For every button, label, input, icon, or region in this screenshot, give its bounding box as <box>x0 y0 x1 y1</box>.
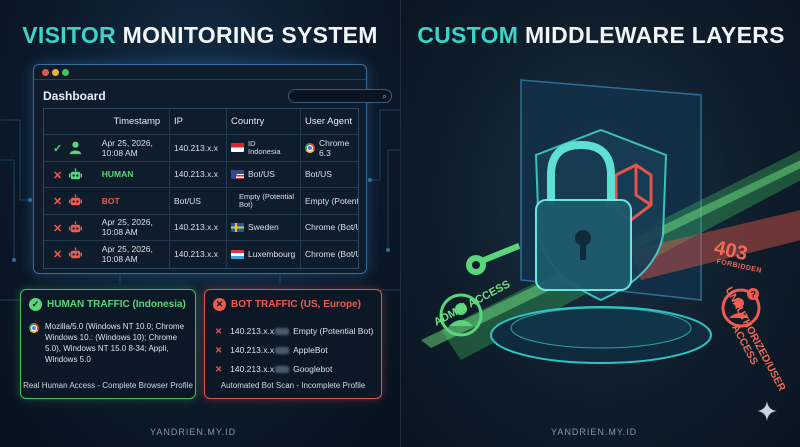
cell-timestamp: Apr 25, 2026, 10:08 AM <box>101 137 153 158</box>
left-title: VISITOR MONITORING SYSTEM <box>22 22 378 48</box>
check-icon: ✓ <box>29 298 42 311</box>
window-close-dot[interactable] <box>42 69 49 76</box>
right-title: CUSTOM MIDDLEWARE LAYERS <box>417 22 785 48</box>
human-user-agent: Mozilla/5.0 (Windows NT 10.0; Chrome Win… <box>45 322 185 364</box>
robot-icon <box>68 167 83 179</box>
cell-ip: 140.213.x.x <box>174 169 218 180</box>
bot-card-footer: Automated Bot Scan - Incomplete Profile <box>220 381 366 390</box>
human-traffic-card: ✓HUMAN TRAFFIC (Indonesia) Mozilla/5.0 (… <box>20 289 196 399</box>
key-icon <box>466 243 521 275</box>
cell-country: Luxembourg <box>248 249 296 260</box>
robot-icon <box>68 247 83 259</box>
left-panel: VISITOR MONITORING SYSTEM Dashboard ⌕ Ti… <box>0 0 400 447</box>
cell-timestamp: HUMAN <box>101 169 134 180</box>
table-row[interactable]: ✕ BOT Bot/US Empty (Potential Bot) Empty… <box>44 188 358 215</box>
cross-icon: ✕ <box>53 249 63 261</box>
unauthorized-user-icon <box>721 288 761 328</box>
chrome-icon <box>305 142 315 153</box>
cell-ip: Bot/US <box>174 195 201 206</box>
cell-user-agent: Bot/US <box>305 169 332 180</box>
cell-country: Empty (Potential Bot) <box>239 191 295 209</box>
flag-luxembourg-icon <box>231 249 244 259</box>
window-titlebar <box>34 65 366 80</box>
admin-user-icon <box>439 293 483 337</box>
cell-country: Bot/US <box>248 169 275 180</box>
table-row[interactable]: ✕ Apr 25, 2026, 10:08 AM 140.213.x.x Swe… <box>44 214 358 241</box>
cross-icon: ✕ <box>53 222 63 235</box>
search-icon[interactable]: ⌕ <box>381 91 387 101</box>
cell-user-agent: Chrome (Bot/US <box>305 222 358 233</box>
cell-timestamp: Apr 25, 2026, 10:08 AM <box>101 217 153 238</box>
column-header-user-agent[interactable]: User Agent <box>305 116 352 127</box>
user-icon <box>69 141 82 155</box>
cell-ip: 140.213.x.x <box>174 222 218 233</box>
dashboard-title: Dashboard <box>43 89 106 103</box>
cross-icon: ✕ <box>215 345 223 355</box>
cross-icon: ✕ <box>53 196 63 208</box>
cell-user-agent: Chrome 6.3 <box>319 137 350 158</box>
dashboard-window: Dashboard ⌕ Timestamp IP Country User Ag… <box>33 64 392 274</box>
human-card-title: ✓HUMAN TRAFFIC (Indonesia) <box>29 298 186 311</box>
cross-icon: ✕ <box>215 326 223 336</box>
robot-icon <box>68 220 83 232</box>
search-input[interactable]: ⌕ <box>288 89 392 103</box>
cross-icon: ✕ <box>213 298 226 311</box>
table-row[interactable]: ✕ HUMAN 140.213.x.x Bot/US Bot/US <box>44 161 358 188</box>
window-maximize-dot[interactable] <box>62 69 69 76</box>
right-panel: CUSTOM MIDDLEWARE LAYERS ? YANDRIEN.MY.I… <box>400 0 800 447</box>
flag-us-icon <box>231 169 244 179</box>
cell-user-agent: Chrome (Bot/US <box>305 249 358 260</box>
cell-ip: 140.213.x.x <box>174 142 218 153</box>
check-icon: ✓ <box>53 143 63 155</box>
cross-icon: ✕ <box>53 169 63 182</box>
visitor-table: Timestamp IP Country User Agent ✓ Apr 25… <box>43 108 359 269</box>
middleware-illustration: ? <box>421 79 800 364</box>
column-header-ip[interactable]: IP <box>174 116 183 127</box>
cell-country: Sweden <box>248 222 279 233</box>
cell-timestamp: Apr 25, 2026, 10:08 AM <box>101 244 153 265</box>
cell-timestamp: BOT <box>101 195 120 206</box>
robot-icon <box>68 194 83 206</box>
flag-indonesia-icon <box>231 143 244 153</box>
cell-country: ID Indonesia <box>248 138 281 156</box>
svg-text:?: ? <box>751 290 757 300</box>
flag-sweden-icon <box>231 222 244 232</box>
human-card-footer: Real Human Access - Complete Browser Pro… <box>23 381 193 390</box>
left-watermark: YANDRIEN.MY.ID <box>150 427 237 437</box>
bot-card-title: ✕BOT TRAFFIC (US, Europe) <box>213 298 361 311</box>
cell-ip: 140.213.x.x <box>174 249 218 260</box>
cross-icon: ✕ <box>215 364 223 374</box>
window-minimize-dot[interactable] <box>52 69 59 76</box>
right-watermark: YANDRIEN.MY.ID <box>551 427 638 437</box>
table-header: Timestamp IP Country User Agent <box>44 109 358 135</box>
column-header-country[interactable]: Country <box>231 116 265 127</box>
table-row[interactable]: ✕ Apr 25, 2026, 10:08 AM 140.213.x.x Lux… <box>44 241 358 268</box>
chrome-icon <box>29 323 39 333</box>
column-header-timestamp[interactable]: Timestamp <box>113 116 161 127</box>
blocked-traffic-stream <box>631 210 800 280</box>
sparkle-icon <box>757 401 777 421</box>
table-row[interactable]: ✓ Apr 25, 2026, 10:08 AM 140.213.x.x ID … <box>44 135 358 162</box>
cell-user-agent: Empty (Potential <box>305 195 358 206</box>
padlock-shackle <box>547 140 615 205</box>
